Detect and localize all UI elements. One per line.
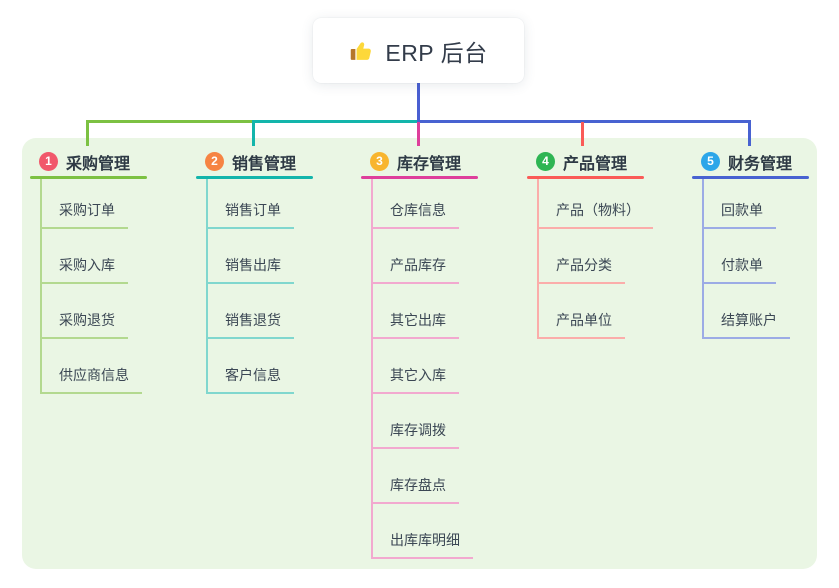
branch-2: 2 销售管理 销售订单销售出库销售退货客户信息 xyxy=(196,150,346,394)
root-connector-stem xyxy=(417,83,420,122)
child-node-row: 库存盘点 xyxy=(373,449,511,504)
branch-number-badge: 2 xyxy=(205,152,224,171)
child-node[interactable]: 付款单 xyxy=(704,255,776,284)
branch-header[interactable]: 4 产品管理 xyxy=(527,150,677,173)
branch-header[interactable]: 5 财务管理 xyxy=(692,150,839,173)
branch-2-connector-horizontal xyxy=(252,120,420,123)
branch-children: 采购订单采购入库采购退货供应商信息 xyxy=(40,179,180,394)
child-node[interactable]: 出库库明细 xyxy=(373,530,473,559)
branch-underline xyxy=(527,176,644,179)
child-node[interactable]: 其它入库 xyxy=(373,365,459,394)
thumbs-up-icon xyxy=(351,41,372,60)
branch-label: 库存管理 xyxy=(397,155,462,173)
branch-underline xyxy=(361,176,478,179)
child-node[interactable]: 仓库信息 xyxy=(373,200,459,229)
child-node-row: 销售订单 xyxy=(208,179,346,229)
branch-label: 采购管理 xyxy=(66,155,131,173)
branch-children: 仓库信息产品库存其它出库其它入库库存调拨库存盘点出库库明细 xyxy=(371,179,511,559)
child-node[interactable]: 其它出库 xyxy=(373,310,459,339)
branch-header[interactable]: 3 库存管理 xyxy=(361,150,511,173)
child-node[interactable]: 采购退货 xyxy=(42,310,128,339)
child-node[interactable]: 销售出库 xyxy=(208,255,294,284)
child-node-row: 销售出库 xyxy=(208,229,346,284)
child-node-row: 采购订单 xyxy=(42,179,180,229)
child-node-row: 其它入库 xyxy=(373,339,511,394)
branch-3: 3 库存管理 仓库信息产品库存其它出库其它入库库存调拨库存盘点出库库明细 xyxy=(361,150,511,559)
branch-underline xyxy=(30,176,147,179)
child-node[interactable]: 客户信息 xyxy=(208,365,294,394)
child-node-row: 结算账户 xyxy=(704,284,839,339)
branch-4-connector-drop xyxy=(581,122,584,146)
child-node-row: 产品（物料） xyxy=(539,179,677,229)
child-node[interactable]: 产品库存 xyxy=(373,255,459,284)
branch-4: 4 产品管理 产品（物料） 产品分类产品单位 xyxy=(527,150,677,339)
branch-header[interactable]: 2 销售管理 xyxy=(196,150,346,173)
child-node-row: 回款单 xyxy=(704,179,839,229)
branch-number-badge: 5 xyxy=(701,152,720,171)
child-node-row: 销售退货 xyxy=(208,284,346,339)
child-node-row: 其它出库 xyxy=(373,284,511,339)
child-node[interactable]: 库存调拨 xyxy=(373,420,459,449)
child-node[interactable]: 产品（物料） xyxy=(539,200,653,229)
child-node[interactable]: 库存盘点 xyxy=(373,475,459,504)
child-node-row: 付款单 xyxy=(704,229,839,284)
child-node-row: 采购退货 xyxy=(42,284,180,339)
child-node[interactable]: 采购订单 xyxy=(42,200,128,229)
branch-children: 产品（物料） 产品分类产品单位 xyxy=(537,179,677,339)
branch-3-connector-drop xyxy=(417,122,420,146)
branch-1-connector-drop xyxy=(86,120,89,146)
child-node-row: 出库库明细 xyxy=(373,504,511,559)
branch-underline xyxy=(196,176,313,179)
child-node[interactable]: 产品单位 xyxy=(539,310,625,339)
mindmap-panel xyxy=(22,138,817,569)
child-node-row: 供应商信息 xyxy=(42,339,180,394)
branch-1: 1 采购管理 采购订单采购入库采购退货供应商信息 xyxy=(30,150,180,394)
branch-number-badge: 4 xyxy=(536,152,555,171)
root-node[interactable]: ERP 后台 xyxy=(313,18,524,83)
branch-children: 销售订单销售出库销售退货客户信息 xyxy=(206,179,346,394)
branch-number-badge: 3 xyxy=(370,152,389,171)
branch-label: 销售管理 xyxy=(232,155,297,173)
child-node-row: 产品库存 xyxy=(373,229,511,284)
branch-5: 5 财务管理 回款单付款单结算账户 xyxy=(692,150,839,339)
branch-label: 产品管理 xyxy=(563,155,628,173)
child-node-row: 采购入库 xyxy=(42,229,180,284)
branch-number-badge: 1 xyxy=(39,152,58,171)
child-node[interactable]: 供应商信息 xyxy=(42,365,142,394)
branch-children: 回款单付款单结算账户 xyxy=(702,179,839,339)
child-node-row: 仓库信息 xyxy=(373,179,511,229)
root-node-label: ERP 后台 xyxy=(385,39,488,66)
child-node[interactable]: 回款单 xyxy=(704,200,776,229)
child-node-row: 库存调拨 xyxy=(373,394,511,449)
child-node[interactable]: 销售退货 xyxy=(208,310,294,339)
child-node[interactable]: 销售订单 xyxy=(208,200,294,229)
branch-header[interactable]: 1 采购管理 xyxy=(30,150,180,173)
child-node[interactable]: 产品分类 xyxy=(539,255,625,284)
child-node-row: 产品分类 xyxy=(539,229,677,284)
child-node[interactable]: 结算账户 xyxy=(704,310,790,339)
child-node-row: 客户信息 xyxy=(208,339,346,394)
branch-2-connector-drop xyxy=(252,120,255,146)
branch-5-connector-drop xyxy=(748,120,751,146)
child-node-row: 产品单位 xyxy=(539,284,677,339)
branch-5-connector-horizontal xyxy=(417,120,751,123)
child-node[interactable]: 采购入库 xyxy=(42,255,128,284)
branch-1-connector-horizontal xyxy=(86,120,255,123)
branch-label: 财务管理 xyxy=(728,155,793,173)
branch-underline xyxy=(692,176,809,179)
